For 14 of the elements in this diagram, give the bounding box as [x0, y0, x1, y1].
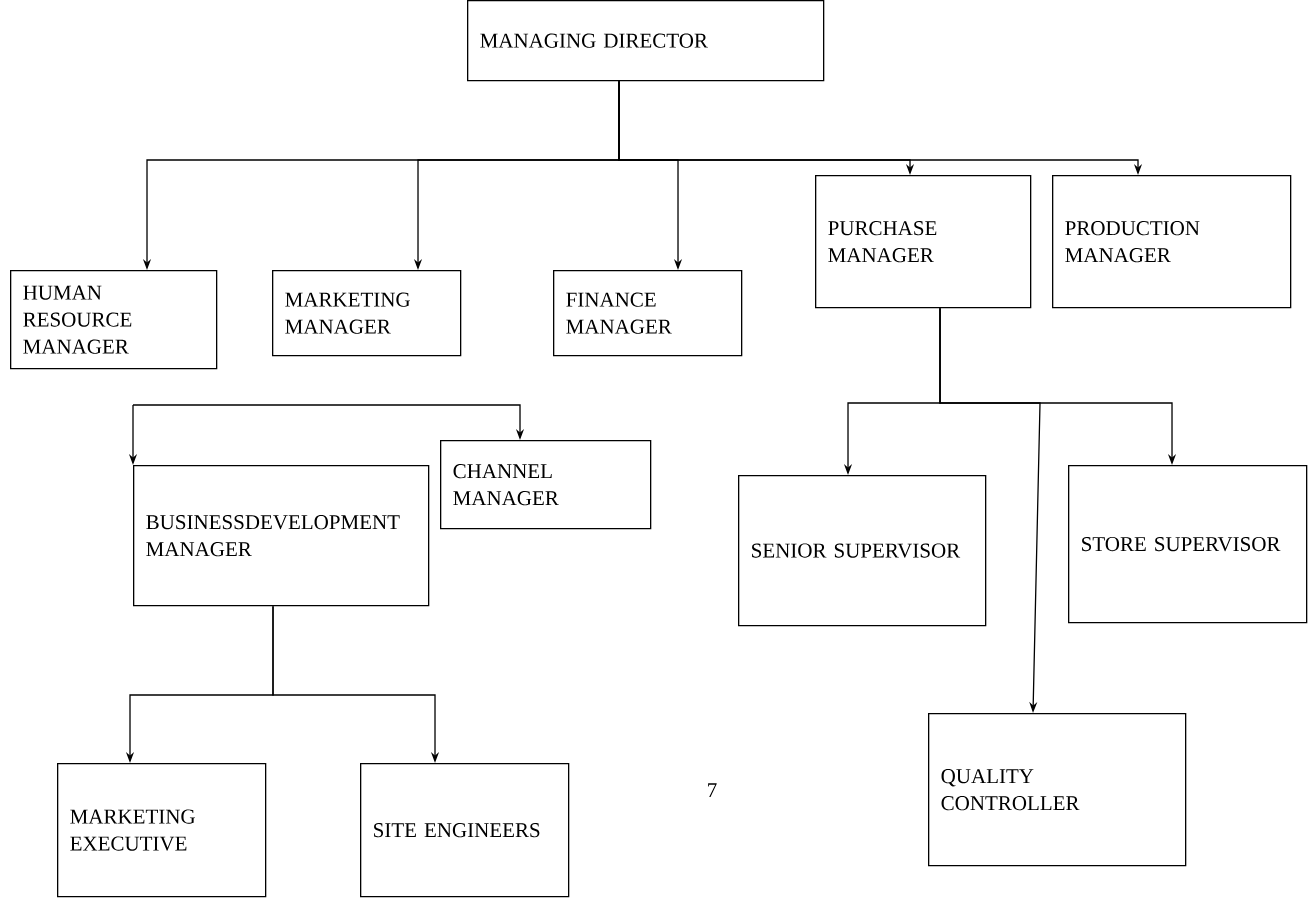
org-box: SITE ENGINEERS	[360, 763, 570, 898]
org-box: BUSINESSDEVELOPMENT MANAGER	[133, 465, 430, 607]
org-box: QUALITY CONTROLLER	[928, 713, 1187, 867]
org-box: MARKETING MANAGER	[272, 270, 462, 357]
org-box: MANAGING DIRECTOR	[467, 0, 825, 82]
org-box: STORE SUPERVISOR	[1068, 465, 1308, 624]
page-number: 7	[708, 783, 717, 797]
org-box: HUMAN RESOURCE MANAGER	[10, 270, 218, 370]
org-box: CHANNEL MANAGER	[440, 440, 652, 530]
org-box: MARKETING EXECUTIVE	[57, 763, 267, 898]
org-box: PURCHASE MANAGER	[815, 175, 1032, 309]
org-box: PRODUCTION MANAGER	[1052, 175, 1292, 309]
org-box: SENIOR SUPERVISOR	[738, 475, 987, 627]
org-box: FINANCE MANAGER	[553, 270, 743, 357]
